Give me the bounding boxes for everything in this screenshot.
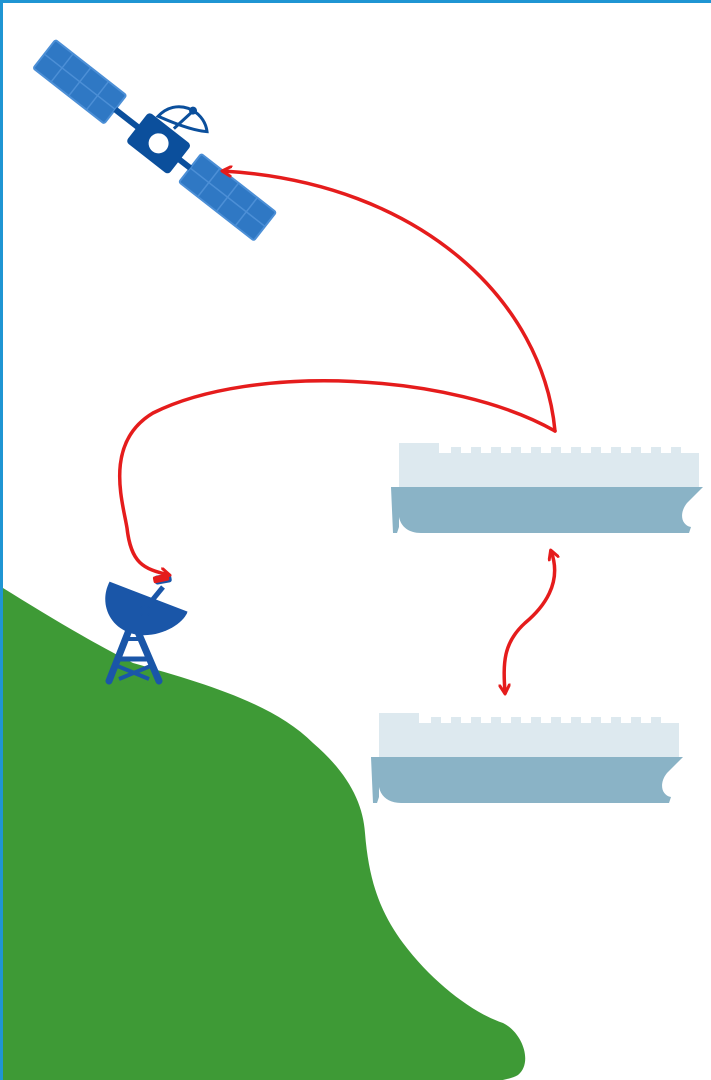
ground-station <box>105 573 187 681</box>
ship-icon <box>391 443 703 533</box>
diagram-canvas <box>3 3 711 1080</box>
satellite-dish-icon <box>105 574 187 681</box>
hill <box>3 588 525 1080</box>
satellite-icon <box>33 14 297 242</box>
ship-upper <box>391 443 703 533</box>
satellite <box>33 14 297 242</box>
ship-icon <box>371 713 683 803</box>
ship-lower <box>371 713 683 803</box>
link-ship-to-ship <box>504 551 554 693</box>
